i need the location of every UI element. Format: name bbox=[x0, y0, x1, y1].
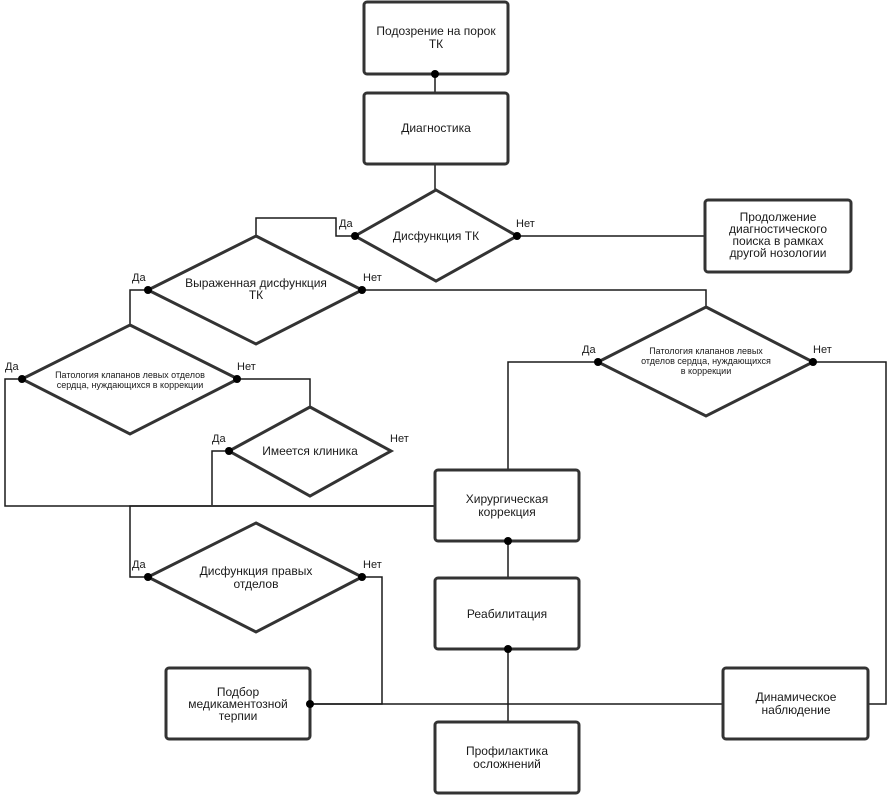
dot bbox=[233, 375, 241, 383]
connection-dots bbox=[18, 70, 817, 708]
node-surgery-line1: Хирургическая bbox=[466, 492, 548, 506]
node-continue-diag-line1: Продолжение bbox=[740, 210, 817, 224]
label-no: Нет bbox=[390, 433, 409, 445]
dot bbox=[809, 358, 817, 366]
label-yes: Да bbox=[132, 272, 146, 284]
edge-tk-yes bbox=[255, 217, 355, 237]
node-continue-diag: Продолжение диагностического поиска в ра… bbox=[703, 198, 853, 274]
dot bbox=[144, 573, 152, 581]
edge-lvb-no bbox=[813, 361, 887, 705]
node-surgery-line2: коррекция bbox=[478, 505, 535, 519]
decision-clinic-line1: Имеется клиника bbox=[262, 444, 358, 458]
edge-lvb-yes bbox=[507, 361, 598, 470]
node-suspicion: Подозрение на порок ТК bbox=[362, 0, 510, 76]
node-surgery: Хирургическая коррекция bbox=[433, 468, 581, 543]
node-diagnostics: Диагностика bbox=[362, 91, 510, 166]
node-continue-diag-line4: другой нозологии bbox=[730, 246, 827, 260]
connectors bbox=[4, 74, 887, 722]
decision-left-valves-b-line2: отделов сердца, нуждающихся bbox=[641, 356, 771, 366]
decision-left-valves-b-line1: Патология клапанов левых bbox=[649, 346, 763, 356]
node-drug-line3: терпии bbox=[219, 709, 258, 723]
node-follow-up: Динамическое наблюдение bbox=[721, 666, 870, 741]
dot bbox=[431, 70, 439, 78]
node-prevention-line1: Профилактика bbox=[466, 744, 548, 758]
label-no: Нет bbox=[363, 272, 382, 284]
node-diagnostics-line1: Диагностика bbox=[401, 121, 471, 135]
node-follow-up-line1: Динамическое bbox=[756, 690, 837, 704]
edge-surgery-right bbox=[129, 505, 435, 578]
decision-right-line2: отделов bbox=[234, 577, 279, 591]
decision-right-dysfunction: Дисфункция правых отделов bbox=[144, 521, 366, 634]
decision-severe-line2: ТК bbox=[249, 288, 263, 302]
dot bbox=[306, 700, 314, 708]
decision-left-valves-a-line2: сердца, нуждающихся в коррекции bbox=[57, 380, 204, 390]
node-rehab: Реабилитация bbox=[433, 576, 581, 651]
node-continue-diag-line2: диагностического bbox=[729, 222, 827, 236]
node-suspicion-line1: Подозрение на порок bbox=[376, 24, 496, 38]
dot bbox=[351, 232, 359, 240]
decision-severe-dysfunction: Выраженная дисфункция ТК bbox=[144, 234, 366, 346]
decision-left-valves-b-line3: в коррекции bbox=[681, 366, 732, 376]
decision-left-valves-a: Патология клапанов левых отделов сердца,… bbox=[18, 323, 242, 436]
decision-left-valves-b: Патология клапанов левых отделов сердца,… bbox=[594, 305, 817, 418]
node-prevention: Профилактика осложнений bbox=[433, 720, 581, 795]
decision-right-line1: Дисфункция правых bbox=[200, 564, 313, 578]
node-suspicion-line2: ТК bbox=[429, 37, 443, 51]
label-yes: Да bbox=[339, 218, 353, 230]
label-yes: Да bbox=[212, 433, 226, 445]
branch-labels: Да Нет Да Нет Да Нет Да Нет Да Нет Да Не… bbox=[5, 218, 832, 571]
node-drug-line2: медикаментозной bbox=[188, 697, 288, 711]
label-no: Нет bbox=[363, 559, 382, 571]
label-no: Нет bbox=[813, 344, 832, 356]
label-yes: Да bbox=[132, 559, 146, 571]
edge-lva-no bbox=[237, 378, 311, 407]
decision-tk-dysfunction-line1: Дисфункция ТК bbox=[393, 229, 479, 243]
dot bbox=[225, 447, 233, 455]
node-rehab-line1: Реабилитация bbox=[467, 607, 547, 621]
dot bbox=[358, 573, 366, 581]
edge-clinic-yes bbox=[211, 450, 229, 505]
edge-severe-no bbox=[362, 289, 707, 307]
node-follow-up-line2: наблюдение bbox=[761, 703, 830, 717]
node-prevention-line2: осложнений bbox=[473, 757, 541, 771]
dot bbox=[504, 537, 512, 545]
decision-clinic: Имеется клиника bbox=[225, 405, 395, 498]
node-drug-line1: Подбор bbox=[217, 685, 260, 699]
node-drug-therapy: Подбор медикаментозной терпии bbox=[164, 666, 312, 741]
dot bbox=[513, 232, 521, 240]
decision-severe-line1: Выраженная дисфункция bbox=[185, 276, 327, 290]
node-continue-diag-line3: поиска в рамках bbox=[733, 234, 824, 248]
dot bbox=[18, 375, 26, 383]
label-yes: Да bbox=[5, 361, 19, 373]
dot bbox=[594, 358, 602, 366]
label-no: Нет bbox=[237, 361, 256, 373]
edge-severe-yes bbox=[129, 289, 148, 325]
dot bbox=[504, 645, 512, 653]
decision-tk-dysfunction: Дисфункция ТК bbox=[351, 188, 521, 283]
label-yes: Да bbox=[582, 344, 596, 356]
dot bbox=[358, 286, 366, 294]
dot bbox=[144, 286, 152, 294]
label-no: Нет bbox=[516, 218, 535, 230]
decision-left-valves-a-line1: Патология клапанов левых отделов bbox=[55, 370, 205, 380]
